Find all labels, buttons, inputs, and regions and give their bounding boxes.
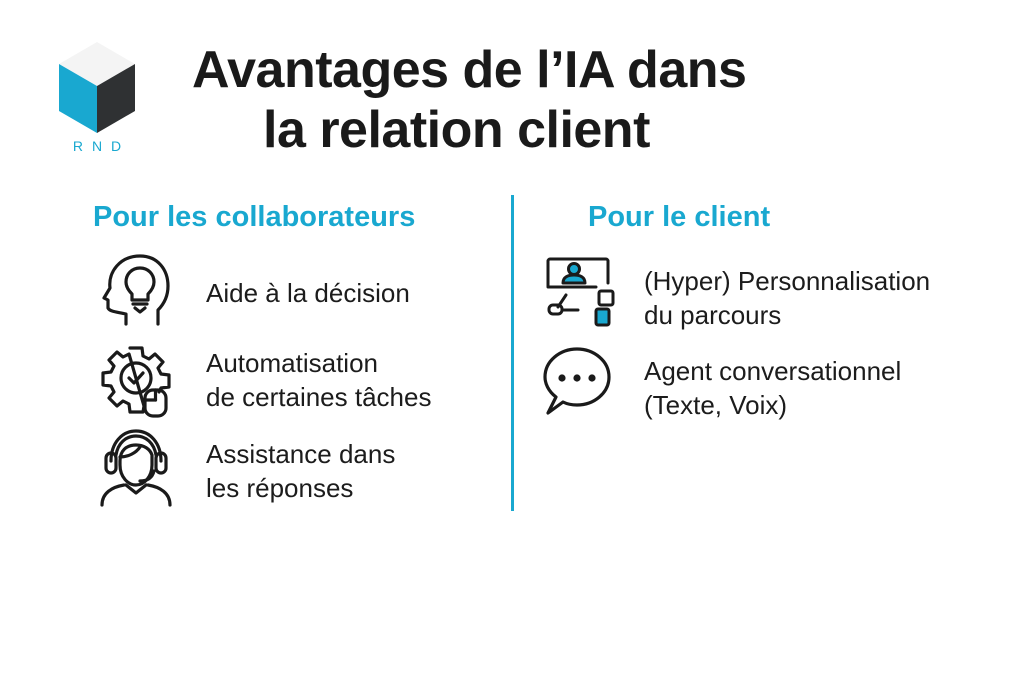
screen-user-journey-icon: [540, 255, 620, 331]
cube-logo-icon: [59, 42, 135, 133]
benefit-label: Agent conversationnel (Texte, Voix): [644, 356, 902, 420]
benefit-label: Automatisation de certaines tâches: [206, 348, 432, 412]
page-title: Avantages de l’IA dans la relation clien…: [170, 40, 830, 160]
benefit-label: (Hyper) Personnalisation du parcours: [644, 266, 931, 330]
title-line-1: Avantages de l’IA dans: [192, 41, 747, 99]
chat-bubble-icon: [540, 345, 620, 421]
gear-check-icon: [96, 340, 176, 420]
logo-text: RND: [72, 138, 131, 154]
head-lightbulb-icon: [96, 250, 176, 330]
rnd-logo: RND: [57, 40, 137, 158]
benefit-label: Assistance dans les réponses: [206, 439, 396, 503]
title-line-2: la relation client: [263, 101, 650, 159]
heading-collaborateurs: Pour les collaborateurs: [93, 201, 416, 233]
heading-client: Pour le client: [588, 201, 771, 233]
headset-agent-icon: [96, 425, 176, 509]
benefit-label: Aide à la décision: [206, 278, 410, 308]
column-divider: [511, 195, 514, 511]
